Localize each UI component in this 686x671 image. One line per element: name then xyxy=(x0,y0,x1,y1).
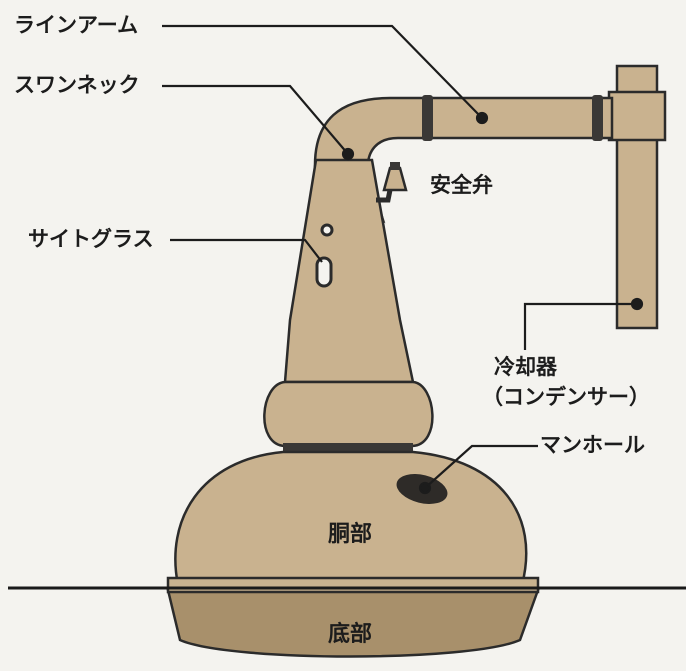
leader-dot-swan-neck xyxy=(341,147,355,161)
label-bottom: 底部 xyxy=(328,622,373,647)
safety-valve xyxy=(382,166,408,192)
leader-lines xyxy=(162,24,644,495)
label-safety-valve: 安全弁 xyxy=(430,173,493,197)
label-body: 胴部 xyxy=(328,522,373,547)
body-collar xyxy=(283,443,413,453)
leader-dot-manhole xyxy=(418,481,432,495)
label-swan-neck: スワンネック xyxy=(14,73,140,97)
neck-cone xyxy=(283,158,415,384)
sight-glass-top xyxy=(320,223,334,237)
shoulder-bulb xyxy=(263,380,434,448)
label-sight-glass: サイトグラス xyxy=(28,227,154,251)
sight-glass xyxy=(315,256,333,288)
line-arm-flange-1 xyxy=(422,95,433,141)
base-bowl xyxy=(166,583,540,658)
safety-valve-pipe xyxy=(376,189,393,203)
body-rim xyxy=(166,576,540,594)
leader-condenser xyxy=(523,302,637,350)
leader-dot-line-arm xyxy=(475,111,489,125)
leader-line-arm xyxy=(162,24,483,119)
leader-manhole xyxy=(424,444,538,489)
leader-sight-glass xyxy=(170,238,323,263)
leader-dot-condenser xyxy=(630,297,644,311)
label-manhole: マンホール xyxy=(540,433,645,457)
condenser-joint xyxy=(607,90,667,142)
label-condenser-line1: 冷却器 xyxy=(494,355,557,379)
leader-swan-neck xyxy=(162,84,349,155)
label-line-arm: ラインアーム xyxy=(14,13,139,37)
line-arm xyxy=(313,96,614,224)
line-arm-flange-2 xyxy=(592,95,603,141)
safety-valve-cap xyxy=(390,162,400,170)
label-condenser-line2: （コンデンサー） xyxy=(482,385,650,409)
